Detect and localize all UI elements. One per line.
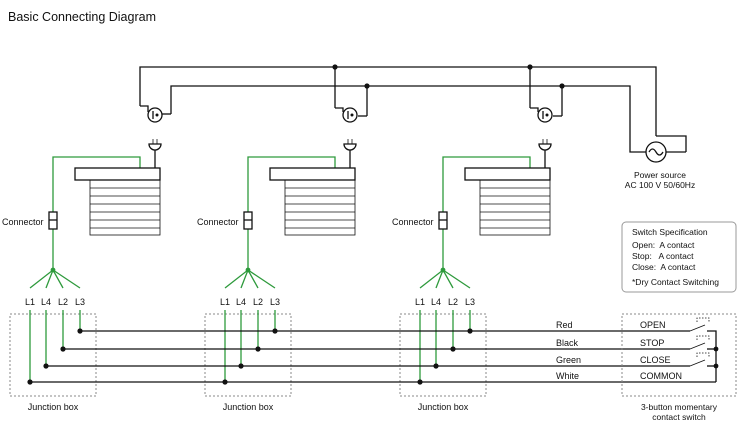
- plug-icon: [538, 139, 552, 168]
- connector-label: Connector: [197, 217, 239, 227]
- blind-unit: [464, 167, 551, 236]
- switch-spec-line: Stop: A contact: [632, 251, 694, 261]
- switch-function-label: COMMON: [640, 371, 682, 381]
- connector-label: Connector: [2, 217, 44, 227]
- junction-dot: [364, 83, 370, 89]
- outlet-icon: [537, 107, 553, 123]
- switch-label: 3-button momentary: [641, 402, 718, 412]
- terminal-drops: [29, 310, 471, 382]
- terminal-label: L1: [25, 297, 35, 307]
- terminal-label: L3: [75, 297, 85, 307]
- terminal-label: L1: [415, 297, 425, 307]
- terminal-label: L2: [58, 297, 68, 307]
- terminal-label: L4: [431, 297, 441, 307]
- wire-color-label: Green: [556, 355, 581, 365]
- switch-spec-title: Switch Specification: [632, 227, 708, 237]
- plug-icon: [343, 139, 357, 168]
- switch-spec-line: Open: A contact: [632, 240, 695, 250]
- terminal-label: L2: [448, 297, 458, 307]
- switch-spec-box: [621, 221, 737, 293]
- power-mains: [139, 64, 687, 153]
- terminal-label: L4: [41, 297, 51, 307]
- switch-function-label: CLOSE: [640, 355, 671, 365]
- junction-dot: [332, 64, 338, 70]
- junction-dot: [527, 64, 533, 70]
- power-source-label: Power source: [634, 170, 686, 180]
- terminal-label: L3: [270, 297, 280, 307]
- switch-function-label: OPEN: [640, 320, 666, 330]
- junction-box-label: Junction box: [418, 402, 469, 412]
- junction-box: [204, 313, 292, 397]
- terminal-label: L4: [236, 297, 246, 307]
- blind-unit: [74, 167, 161, 236]
- control-bus: [27, 328, 716, 385]
- connector-label: Connector: [392, 217, 434, 227]
- junction-box: [9, 313, 97, 397]
- plug-icon: [148, 139, 162, 168]
- outlet-icon: [342, 107, 358, 123]
- page-title: Basic Connecting Diagram: [8, 10, 156, 24]
- wire-color-label: Red: [556, 320, 573, 330]
- switch-function-label: STOP: [640, 338, 664, 348]
- blind-unit: [269, 167, 356, 236]
- junction-box: [399, 313, 487, 397]
- switch-label: contact switch: [652, 412, 706, 422]
- terminal-label: L3: [465, 297, 475, 307]
- junction-box-label: Junction box: [223, 402, 274, 412]
- switch-spec-note: *Dry Contact Switching: [632, 277, 719, 287]
- switch-spec-line: Close: A contact: [632, 262, 696, 272]
- switch-contacts: [689, 317, 719, 382]
- control-cables: [29, 156, 531, 289]
- outlet-icon: [147, 107, 163, 123]
- power-source-symbol: [645, 141, 667, 163]
- wire-color-label: Black: [556, 338, 579, 348]
- junction-box-label: Junction box: [28, 402, 79, 412]
- power-source-spec: AC 100 V 50/60Hz: [625, 180, 695, 190]
- terminal-label: L1: [220, 297, 230, 307]
- wire-color-label: White: [556, 371, 579, 381]
- switch-box: [621, 313, 737, 397]
- junction-dot: [559, 83, 565, 89]
- terminal-label: L2: [253, 297, 263, 307]
